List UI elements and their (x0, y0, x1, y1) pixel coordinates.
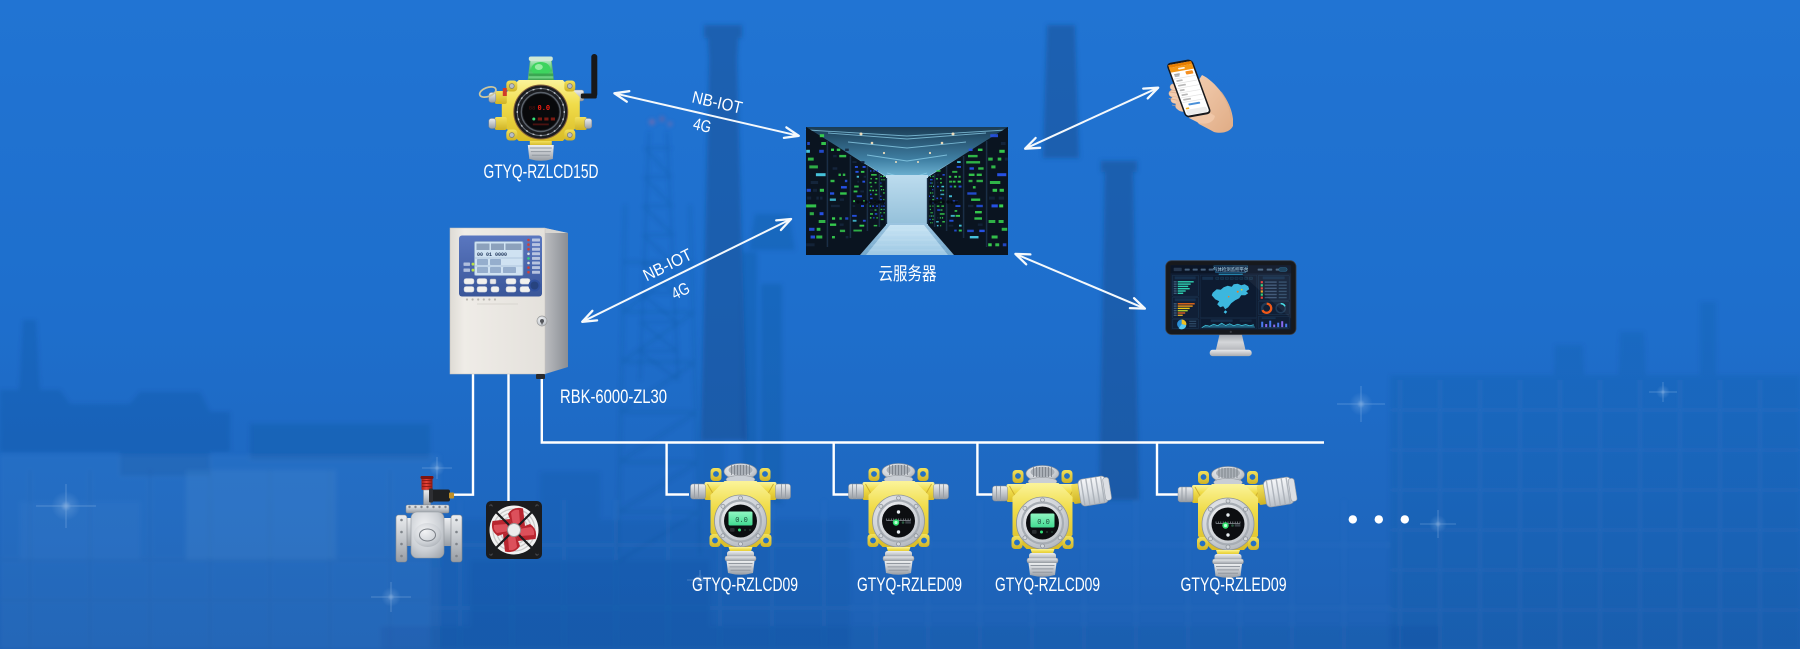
svg-text:GTYQ-RZLCD09: GTYQ-RZLCD09 (692, 575, 798, 596)
svg-text:4G: 4G (691, 114, 713, 137)
svg-text:RBK-6000-ZL30: RBK-6000-ZL30 (560, 387, 667, 408)
svg-text:00 01 0000: 00 01 0000 (477, 252, 507, 258)
svg-text:云服务器: 云服务器 (879, 264, 937, 284)
svg-text:GTYQ-RZLED09: GTYQ-RZLED09 (1181, 575, 1287, 596)
svg-text:GTYQ-RZLCD09: GTYQ-RZLCD09 (995, 575, 1100, 596)
svg-text:GTYQ-RZLCD15D: GTYQ-RZLCD15D (484, 162, 599, 183)
svg-text:GTYQ-RZLED09: GTYQ-RZLED09 (857, 575, 962, 596)
svg-text:0.0: 0.0 (537, 105, 550, 113)
svg-text:气体检测监控平台: 气体检测监控平台 (1213, 266, 1249, 273)
svg-text:0.0: 0.0 (1037, 519, 1050, 527)
svg-text:88: 88 (529, 105, 536, 112)
svg-text:0.0: 0.0 (735, 517, 748, 525)
